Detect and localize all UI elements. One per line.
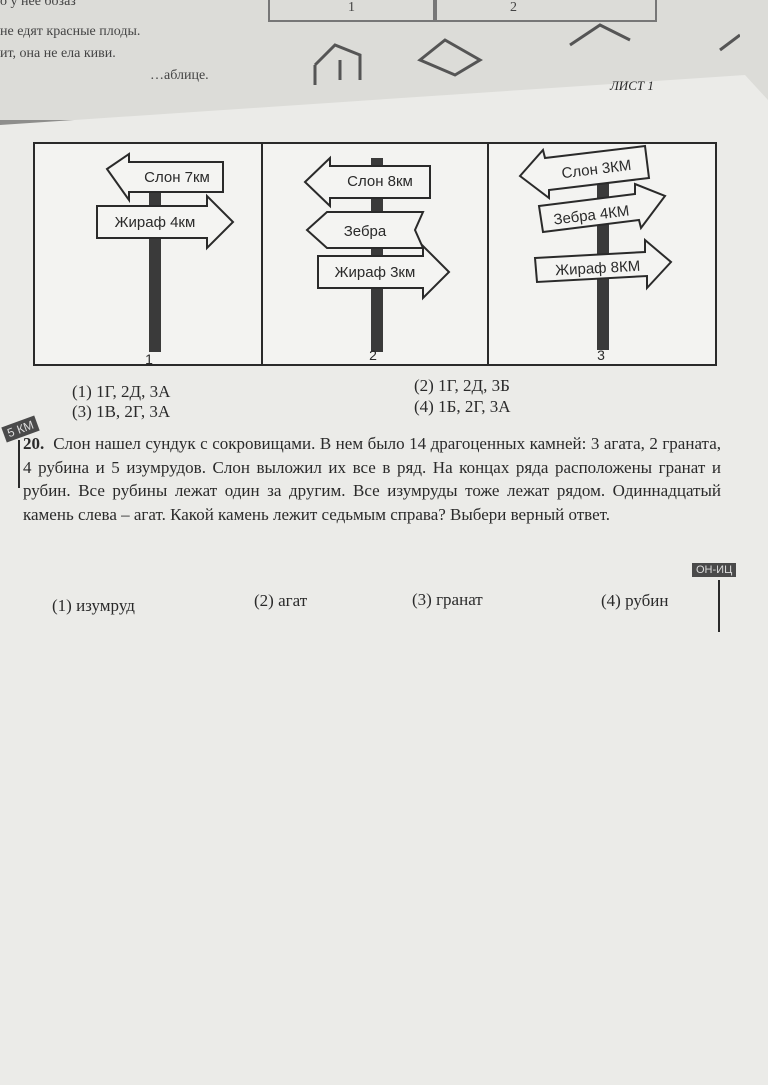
background-table-cell: 1 xyxy=(268,0,437,22)
table-divider xyxy=(487,144,489,364)
answer-option-1[interactable]: (1) изумруд xyxy=(52,596,135,615)
answer-option-2[interactable]: (2) агат xyxy=(254,591,308,610)
question-text: Слон нашел сундук с сокровищами. В нем б… xyxy=(23,434,721,524)
signpost-figure-table: Слон 7км Жираф 4км 1 Слон 8км Зебра Жира… xyxy=(33,142,717,366)
background-figures xyxy=(313,23,740,85)
background-top-text: о у нее бозаз xyxy=(0,0,76,9)
background-col-number: 2 xyxy=(510,0,517,15)
prev-option-1[interactable]: (1) 1Г, 2Д, 3А xyxy=(72,382,171,401)
signpost-2-sign-2-text: Зебра xyxy=(344,223,387,240)
signpost-2-sign-2-arrow xyxy=(305,211,425,249)
signpost-2-number: 2 xyxy=(369,347,377,363)
signpost-3-sign-3-text: Жираф 8КМ xyxy=(555,258,641,279)
question-20: 20. Слон нашел сундук с сокровищами. В н… xyxy=(23,432,721,526)
table-divider xyxy=(261,144,263,364)
answer-option-4[interactable]: (4) рубин xyxy=(601,591,669,610)
signpost-3-sign-3-arrow xyxy=(533,237,673,291)
signposts-drawing: Слон 7км Жираф 4км 1 Слон 8км Зебра Жира… xyxy=(96,144,673,364)
signpost-1-sign-1-text: Слон 7км xyxy=(144,169,210,186)
question-number: 20. xyxy=(23,434,45,453)
sheet-label: ЛИСТ 1 xyxy=(610,78,654,93)
background-line-2: ит, она не ела киви. xyxy=(0,46,116,61)
badge-post-right xyxy=(718,580,720,632)
answer-option-3[interactable]: (3) гранат xyxy=(412,590,483,609)
signpost-1-number: 1 xyxy=(145,351,153,364)
background-col-number: 1 xyxy=(348,0,355,15)
prev-option-3[interactable]: (3) 1В, 2Г, 3А xyxy=(72,402,171,421)
prev-option-4[interactable]: (4) 1Б, 2Г, 3А xyxy=(414,397,511,416)
signpost-2-sign-3-text: Жираф 3км xyxy=(335,264,416,281)
signpost-1-sign-2-arrow xyxy=(96,193,235,251)
signpost-2-sign-1-arrow xyxy=(303,155,431,209)
signpost-2-sign-1-text: Слон 8км xyxy=(347,173,413,190)
badge-post-left xyxy=(18,440,20,488)
signpost-3-number: 3 xyxy=(597,347,605,363)
signpost-3-sign-1-arrow xyxy=(518,144,651,201)
background-line-1: не едят красные плоды. xyxy=(0,24,141,39)
prev-option-2[interactable]: (2) 1Г, 2Д, 3Б xyxy=(414,376,510,395)
background-line-3: …аблице. xyxy=(150,68,209,83)
distance-badge-right: ОН-ИЦ xyxy=(692,563,737,577)
background-table-cell: 2 xyxy=(433,0,657,22)
signpost-1-sign-1-arrow xyxy=(105,152,224,204)
signpost-3-sign-2-arrow xyxy=(537,182,667,234)
signpost-1-sign-2-text: Жираф 4км xyxy=(115,214,196,231)
signpost-2-sign-3-arrow xyxy=(317,243,451,301)
